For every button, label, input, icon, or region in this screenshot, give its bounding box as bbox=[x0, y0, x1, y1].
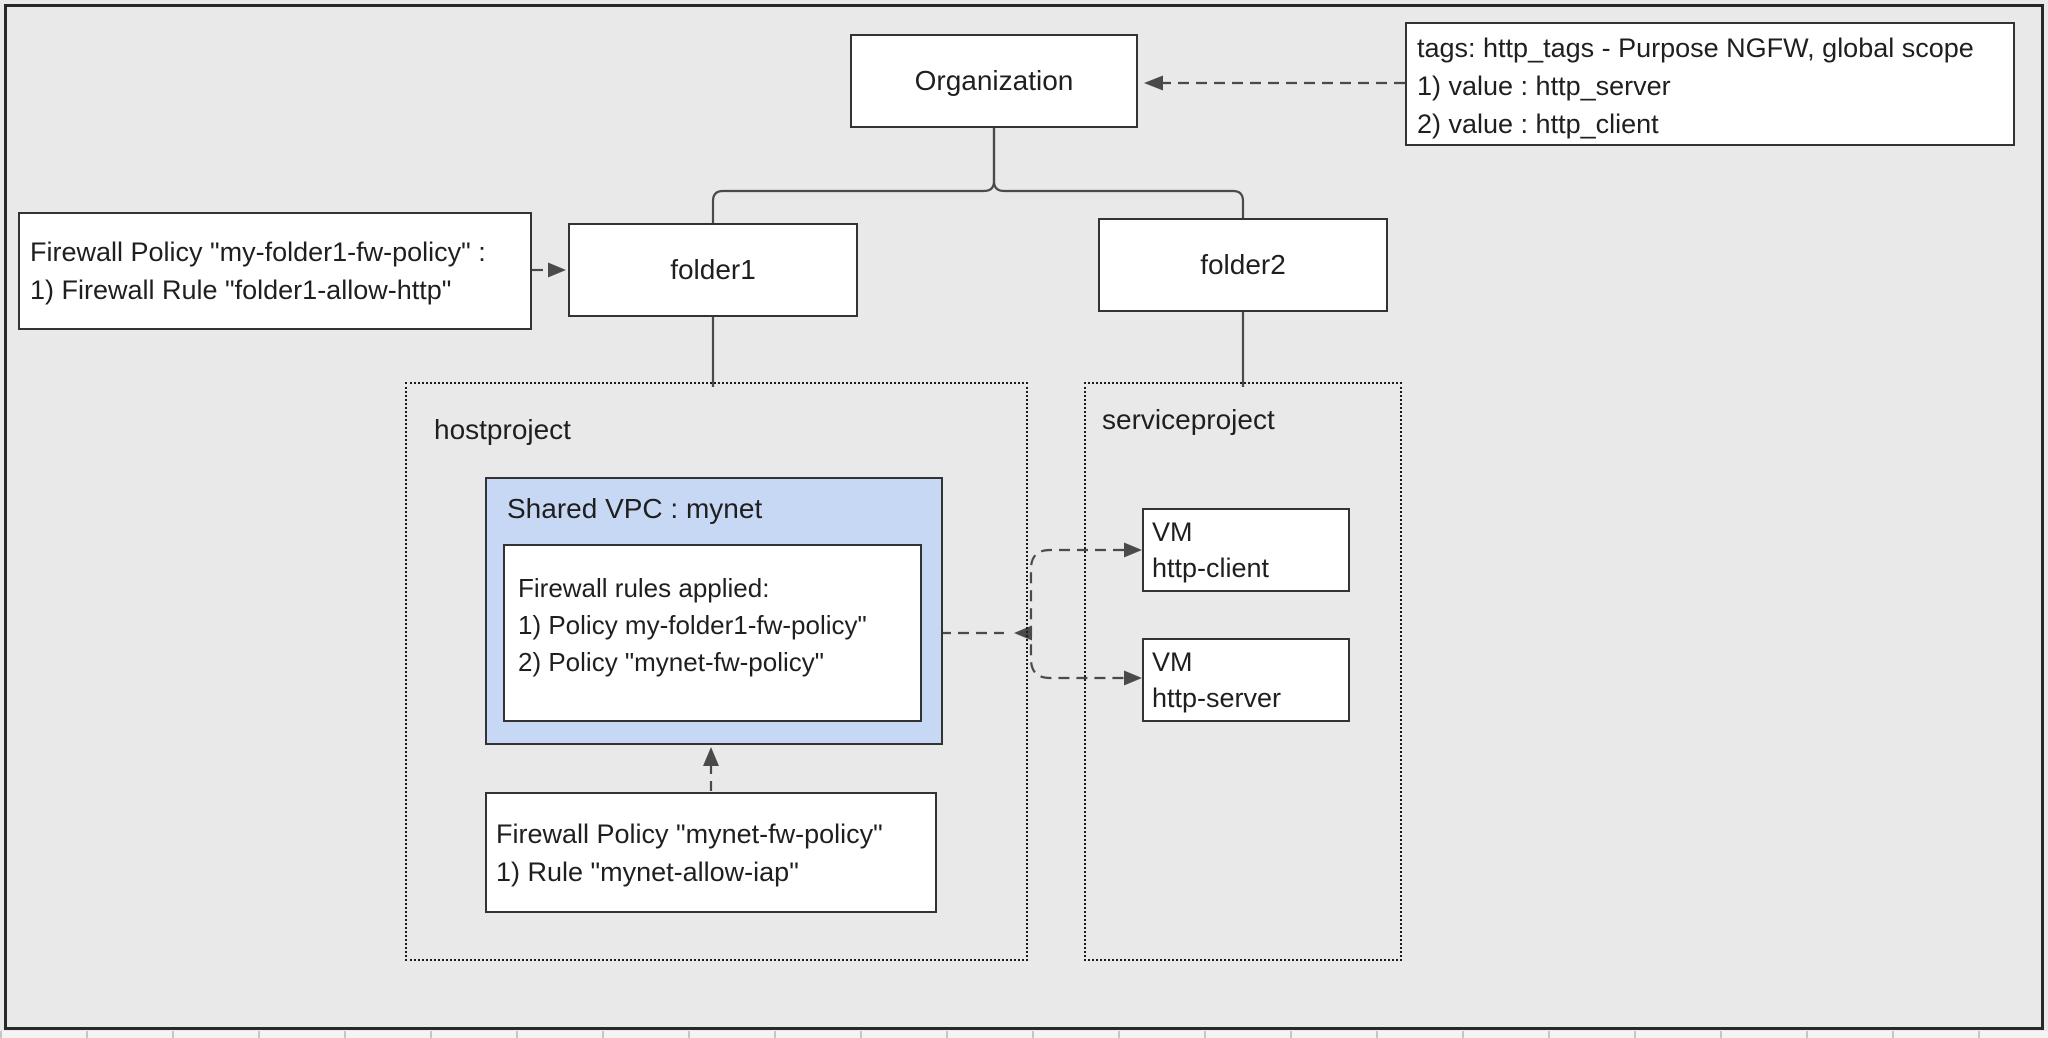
vm-http-client-box: VM http-client bbox=[1142, 508, 1350, 592]
firewall-rules-line: 1) Policy my-folder1-fw-policy" bbox=[518, 610, 867, 640]
diagram-outer-frame bbox=[4, 4, 2044, 1030]
fw-policy-mynet-note-box: Firewall Policy "mynet-fw-policy" 1) Rul… bbox=[485, 792, 937, 913]
fw-policy-folder1-line: Firewall Policy "my-folder1-fw-policy" : bbox=[30, 237, 486, 267]
firewall-rules-line: 2) Policy "mynet-fw-policy" bbox=[518, 647, 824, 677]
vm-http-client-line: VM bbox=[1152, 517, 1193, 547]
canvas-grid-strip bbox=[0, 1031, 2048, 1038]
organization-box: Organization bbox=[850, 34, 1138, 128]
fw-policy-mynet-line: Firewall Policy "mynet-fw-policy" bbox=[496, 818, 883, 849]
folder1-box: folder1 bbox=[568, 223, 858, 317]
tags-note-line: tags: http_tags - Purpose NGFW, global s… bbox=[1417, 33, 1974, 63]
fw-policy-mynet-line: 1) Rule "mynet-allow-iap" bbox=[496, 856, 799, 887]
serviceproject-container: serviceproject bbox=[1084, 382, 1402, 961]
folder2-box: folder2 bbox=[1098, 218, 1388, 312]
vm-http-server-line: VM bbox=[1152, 647, 1193, 677]
vm-http-server-line: http-server bbox=[1152, 683, 1282, 713]
organization-label: Organization bbox=[914, 65, 1074, 96]
fw-policy-folder1-line: 1) Firewall Rule "folder1-allow-http" bbox=[30, 275, 452, 305]
vm-http-server-box: VM http-server bbox=[1142, 638, 1350, 722]
tags-note-box: tags: http_tags - Purpose NGFW, global s… bbox=[1405, 22, 2015, 146]
folder2-label: folder2 bbox=[1200, 249, 1286, 280]
tags-note-line: 2) value : http_client bbox=[1417, 109, 1659, 139]
folder1-label: folder1 bbox=[670, 254, 756, 285]
firewall-rules-line: Firewall rules applied: bbox=[518, 573, 770, 603]
fw-policy-folder1-note-box: Firewall Policy "my-folder1-fw-policy" :… bbox=[18, 212, 532, 330]
hostproject-label: hostproject bbox=[434, 414, 571, 445]
firewall-rules-applied-box: Firewall rules applied: 1) Policy my-fol… bbox=[503, 544, 922, 722]
serviceproject-label: serviceproject bbox=[1102, 404, 1275, 435]
vm-http-client-line: http-client bbox=[1152, 553, 1270, 583]
tags-note-line: 1) value : http_server bbox=[1417, 71, 1671, 101]
hostproject-container: hostproject bbox=[405, 382, 1028, 961]
shared-vpc-label: Shared VPC : mynet bbox=[507, 493, 763, 524]
